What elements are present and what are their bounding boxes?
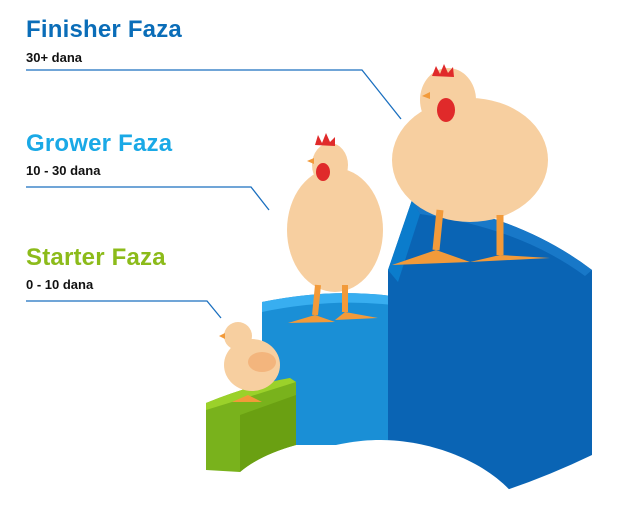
finisher-leader-line	[26, 69, 402, 120]
grower-phase-days: 10 - 30 dana	[26, 163, 101, 178]
grower-chicken-illustration	[287, 133, 383, 323]
finisher-chicken-illustration	[392, 64, 550, 265]
starter-leader-line	[26, 300, 222, 319]
grower-leader-line	[26, 186, 270, 211]
starter-phase-title: Starter Faza	[26, 244, 166, 271]
grower-phase-title: Grower Faza	[26, 130, 173, 157]
starter-phase-days: 0 - 10 dana	[26, 277, 94, 292]
floor-curve-cutout	[230, 440, 530, 521]
starter-chick-illustration	[219, 322, 280, 402]
finisher-phase-days: 30+ dana	[26, 50, 83, 65]
starter-podium	[206, 378, 296, 472]
finisher-phase-title: Finisher Faza	[26, 16, 182, 43]
